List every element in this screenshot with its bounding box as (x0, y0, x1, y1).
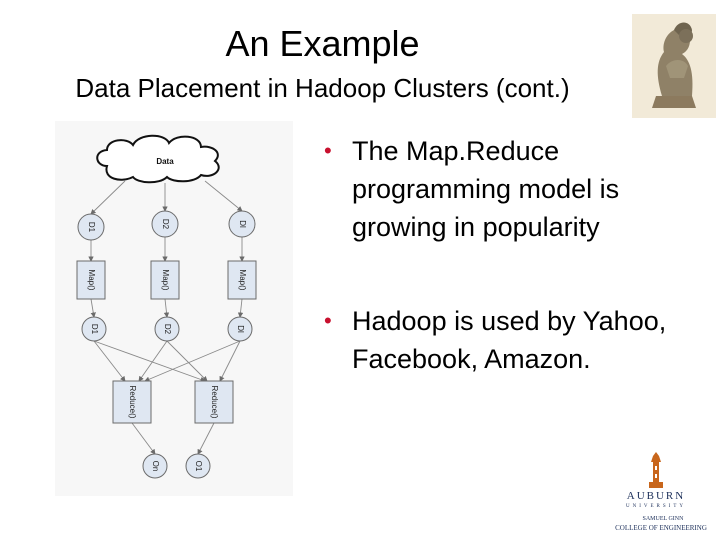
data-cloud: Data (96, 134, 220, 184)
diagram-edge-15 (219, 340, 241, 382)
college-name-line-1: SAMUEL GINN (642, 516, 684, 522)
out-node-o1: O1 (185, 453, 211, 479)
diagram-edge-16 (131, 422, 156, 455)
diagram-edge-3 (204, 180, 243, 212)
diagram-edge-11 (93, 340, 206, 383)
out-node-label: O1 (194, 461, 203, 472)
map-node-label: Map() (87, 270, 96, 291)
auburn-logo: AUBURN UNIVERSITY SAMUEL GINN COLLEGE OF… (610, 452, 710, 536)
out-node-label: On (151, 461, 160, 472)
auburn-university-label: UNIVERSITY (626, 504, 686, 509)
diagram-edge-17 (197, 422, 215, 455)
tower-icon (649, 452, 663, 488)
slide-title: An Example (225, 23, 420, 64)
slide-subtitle: Data Placement in Hadoop Clusters (cont.… (75, 73, 570, 103)
cloud-label: Data (156, 157, 174, 166)
map-node-1: Map() (76, 260, 106, 300)
diagram-edge-13 (166, 340, 208, 382)
reduce-node-1: Reduce() (112, 380, 152, 424)
reduce-node-label: Reduce() (128, 386, 137, 419)
bullet-text: The Map.Reduce programming model is grow… (352, 136, 620, 242)
top-node-label: D2 (161, 219, 170, 230)
mapreduce-diagram-panel: Data D1 D2 Dl Map() Map() (55, 121, 293, 496)
diagram-edge-12 (138, 340, 168, 382)
bullet-list: • The Map.Reduce programming model is gr… (318, 132, 713, 378)
mid-node-label: Dl (236, 325, 245, 333)
mid-node-label: D1 (90, 324, 99, 335)
mid-node-d2: D2 (154, 316, 180, 342)
mapreduce-diagram: Data D1 D2 Dl Map() Map() (76, 134, 257, 479)
diagram-edge-14 (144, 340, 241, 382)
auburn-wordmark: AUBURN (626, 490, 686, 502)
bullet-item: • Hadoop is used by Yahoo, Facebook, Ama… (318, 302, 713, 378)
diagram-edge-7 (90, 298, 96, 318)
bullet-text: Hadoop is used by Yahoo, Facebook, Amazo… (352, 306, 667, 374)
diagram-edge-9 (237, 298, 244, 318)
diagram-edge-1 (90, 180, 126, 215)
bullet-dot-icon: • (324, 138, 332, 163)
out-node-on: On (142, 453, 168, 479)
bullet-dot-icon: • (324, 308, 332, 333)
top-node-d2: D2 (151, 210, 179, 238)
bullet-item: • The Map.Reduce programming model is gr… (318, 132, 713, 246)
top-node-label: D1 (87, 222, 96, 233)
college-name-line-2: COLLEGE OF ENGINEERING (615, 524, 707, 532)
mid-node-label: D2 (163, 324, 172, 335)
diagram-edge-8 (163, 298, 170, 318)
map-node-label: Map() (161, 270, 170, 291)
mid-node-d1: D1 (81, 316, 107, 342)
top-node-label: Dl (238, 220, 247, 228)
reduce-node-2: Reduce() (194, 380, 234, 424)
map-node-2: Map() (150, 260, 180, 300)
top-node-dl: Dl (228, 210, 256, 238)
map-node-label: Map() (238, 270, 247, 291)
mid-node-dl: Dl (227, 316, 253, 342)
top-node-d1: D1 (77, 213, 105, 241)
map-node-3: Map() (227, 260, 257, 300)
diagram-edge-10 (93, 340, 126, 382)
thinker-logo-icon (632, 14, 716, 118)
reduce-node-label: Reduce() (210, 386, 219, 419)
